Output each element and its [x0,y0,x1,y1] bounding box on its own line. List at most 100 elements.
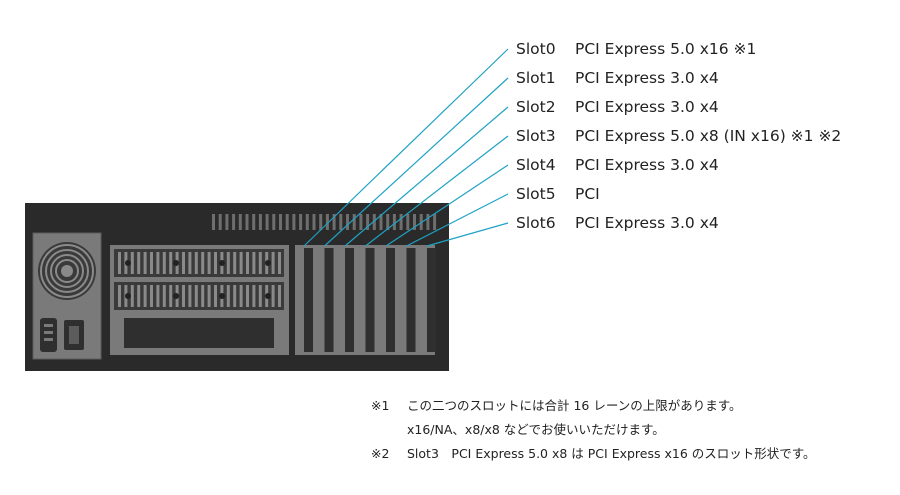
vent-slit [372,214,376,230]
vent-slit [399,214,403,230]
vent-slit [359,214,363,230]
vent-slit [426,214,430,230]
vent-slit [392,214,396,230]
vent-slit [258,285,262,307]
vent-slit [188,285,192,307]
slot-cover-0 [304,248,313,352]
vent-slit [252,285,256,307]
vent-slit [271,252,275,274]
footnote-text: この二つのスロットには合計 16 レーンの上限があります。 [407,398,742,413]
vent-slit [332,214,336,230]
vent-slit [118,252,121,274]
slot-spec: PCI [575,185,600,203]
slot-name: Slot2 [516,98,556,116]
slot-spec: PCI Express 3.0 x4 [575,156,719,174]
screw-icon [265,260,271,266]
vent-slit [182,285,185,307]
vent-slit [214,252,217,274]
vent-slit [252,214,256,230]
power-switch-icon [64,320,84,350]
screw-icon [219,293,225,299]
vent-slit [325,214,329,230]
io-vent-slits [114,249,284,310]
top-vent-slits [212,214,437,230]
fan-grille-icon [38,242,96,300]
vent-slit [188,252,192,274]
vent-slit [386,214,390,230]
footnote-text: Slot3 PCI Express 5.0 x8 は PCI Express x… [407,446,816,461]
slot-cover-1 [324,248,334,352]
vent-slit [162,285,166,307]
screw-icon [125,293,131,299]
vent-slit [279,214,282,230]
vent-slit [238,214,242,230]
vent-slit [162,252,166,274]
slot-cover-3 [365,248,375,352]
vent-slit [239,285,243,307]
vent-slit [156,285,160,307]
vent-slit [218,214,222,230]
vent-slit [406,214,410,230]
psu-panel [32,232,102,360]
vent-slit [156,252,160,274]
screw-icon [125,260,131,266]
power-inlet-icon [40,318,57,352]
expansion-slot-bay [295,245,436,355]
leader-line-slot4 [385,164,509,247]
vent-slit [292,214,296,230]
vent-slit [169,285,173,307]
vent-slit [118,285,121,307]
footnote-text: x16/NA、x8/x8 などでお使いいただけます。 [407,422,665,437]
vent-slit [305,214,309,230]
slot-cover-2 [345,248,354,352]
vent-slit [312,214,316,230]
vent-slit [278,285,281,307]
vent-slit [130,252,134,274]
vent-slit [246,285,249,307]
vent-slit [285,214,289,230]
slot-name: Slot5 [516,185,556,203]
screw-icon [265,293,271,299]
vent-slit [207,285,211,307]
vent-slit [226,285,230,307]
io-port-opening [124,318,274,348]
slot-name: Slot6 [516,214,556,232]
vent-slit [245,214,249,230]
slot-label-4: Slot4 PCI Express 3.0 x4 [516,153,719,177]
vent-slit [366,214,370,230]
footnote-1: ※1 この二つのスロットには合計 16 レーンの上限があります。 [371,397,741,415]
vent-slit [252,252,256,274]
vent-slit [352,214,356,230]
vent-slit [201,285,205,307]
vent-slit [194,285,198,307]
vent-slit [413,214,416,230]
vent-slit [143,252,147,274]
screw-icon [173,260,179,266]
vent-slit [226,252,230,274]
slot-label-5: Slot5 PCI [516,182,600,206]
footnote-mark: ※1 [371,398,390,413]
leader-line-slot3 [365,135,509,247]
slot-name: Slot4 [516,156,556,174]
screw-icon [219,260,225,266]
vent-slit [137,285,141,307]
vent-slit [258,252,262,274]
slot-cover-6 [427,248,436,352]
vent-slit [143,285,147,307]
vent-block [114,249,284,277]
io-panel [110,245,289,355]
slot-cover-4 [386,248,395,352]
slot-spec: PCI Express 3.0 x4 [575,214,719,232]
slot-spec: PCI Express 5.0 x16 ※1 [575,40,757,58]
vent-slit [194,252,198,274]
leader-line-slot2 [344,106,509,247]
vent-block [114,282,284,310]
vent-slit [233,285,237,307]
vent-slit [182,252,185,274]
vent-slit [225,214,229,230]
